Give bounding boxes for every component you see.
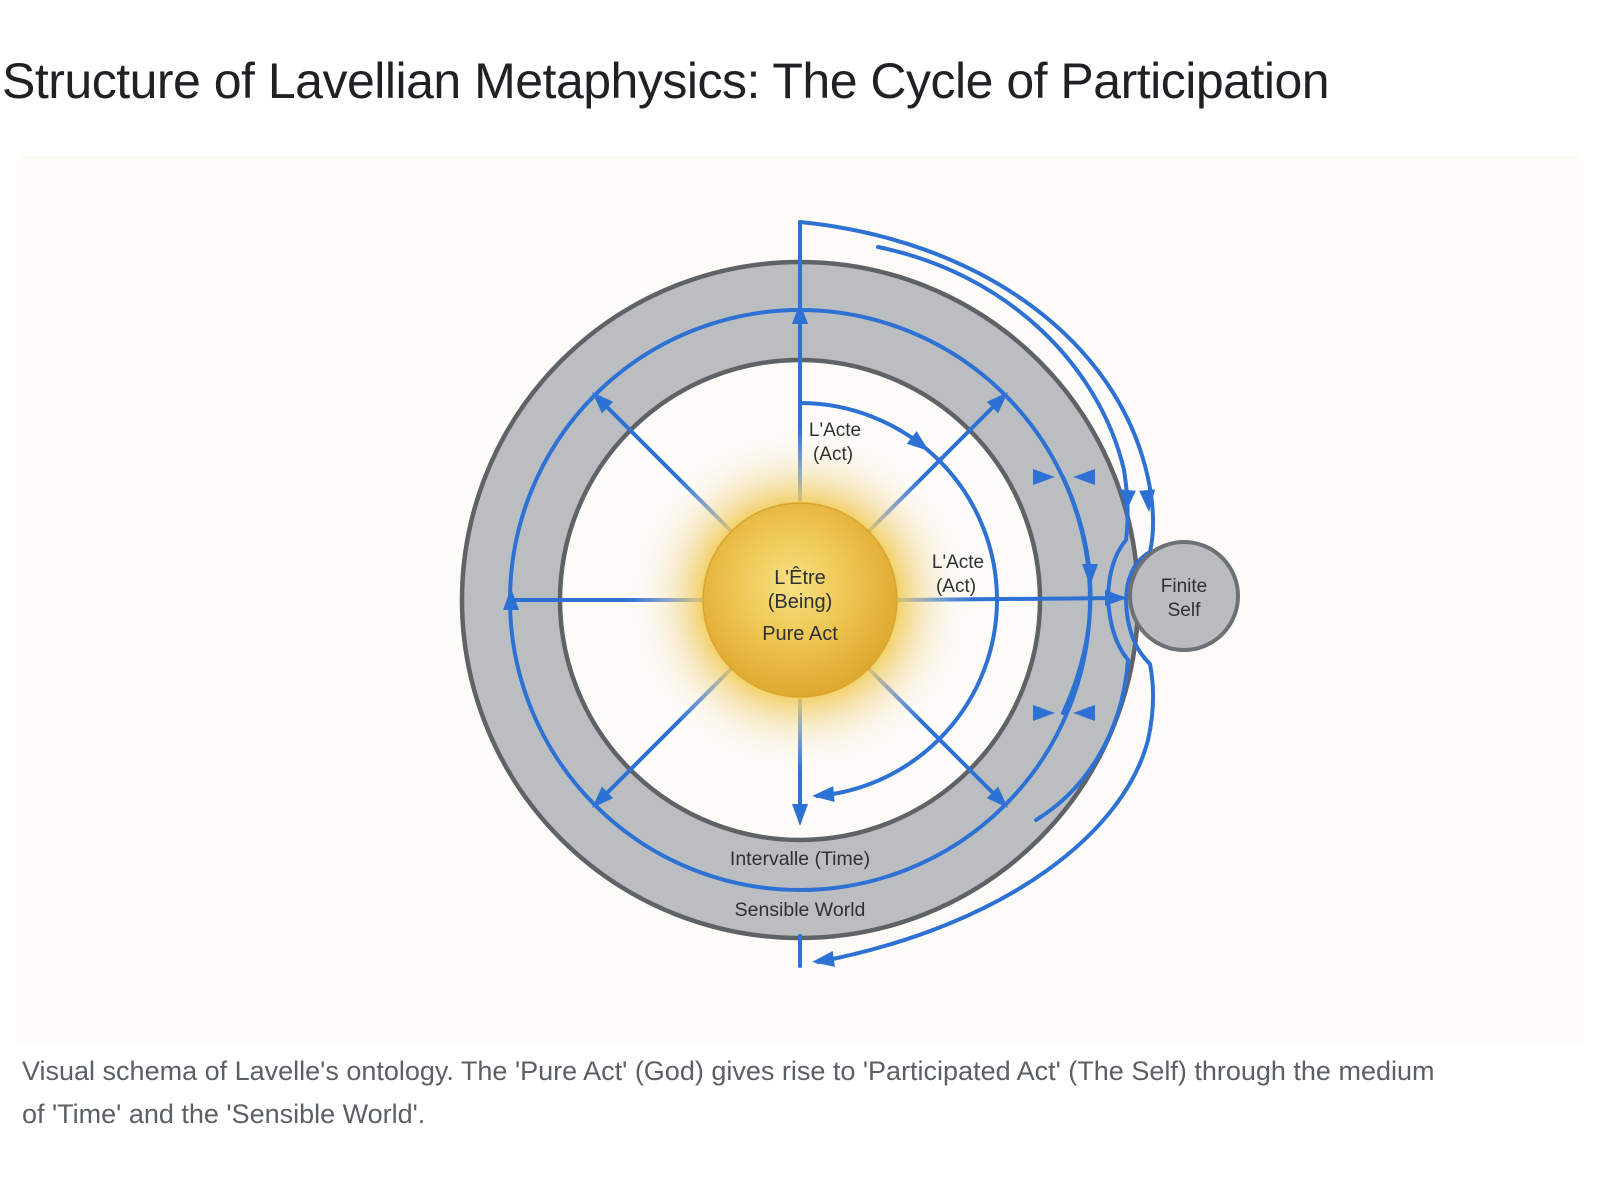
- diagram-canvas: L'Être (Being) Pure Act Finite Self L'Ac…: [16, 156, 1584, 1042]
- acte-right-label-line2: (Act): [936, 576, 976, 597]
- finite-self-node: Finite Self: [1128, 540, 1240, 652]
- caption: Visual schema of Lavelle's ontology. The…: [22, 1050, 1562, 1136]
- diagram-labels: L'Acte (Act) L'Acte (Act) Intervalle (Ti…: [730, 420, 984, 921]
- secondary-cycle-arc: [876, 245, 1131, 822]
- being-circle: [702, 502, 898, 698]
- page-title: Structure of Lavellian Metaphysics: The …: [2, 53, 1330, 109]
- arrowhead-northeast: [986, 392, 1008, 414]
- lens-right-arc: [1061, 475, 1093, 715]
- being-label-line3: Pure Act: [762, 623, 838, 645]
- acte-top-label-line1: L'Acte: [809, 420, 861, 441]
- arrowhead-north: [792, 302, 808, 324]
- sensible-world-label: Sensible World: [735, 899, 866, 921]
- caption-line1: Visual schema of Lavelle's ontology. The…: [22, 1056, 1435, 1086]
- arrowhead-south: [792, 804, 808, 826]
- arrowhead-acte-arc: [906, 431, 929, 451]
- arrowhead-northwest: [592, 392, 614, 414]
- being-node: L'Être (Being) Pure Act: [628, 428, 972, 772]
- arrowhead-top-converge-right: [1073, 469, 1095, 485]
- arrowhead-southeast: [986, 786, 1008, 808]
- finite-self-label-line2: Self: [1168, 600, 1201, 621]
- caption-line2: of 'Time' and the 'Sensible World'.: [22, 1099, 426, 1130]
- intervalle-label: Intervalle (Time): [730, 848, 870, 870]
- arrowhead-cycle-east-down: [1082, 564, 1098, 586]
- arrowhead-bottom-converge-right: [1073, 705, 1095, 721]
- arrowhead-top-converge-left: [1033, 469, 1055, 485]
- arrowhead-return-end: [812, 951, 835, 967]
- finite-self-circle: [1128, 540, 1240, 652]
- acte-top-label-line2: (Act): [813, 444, 853, 465]
- outer-cycle-arc: [798, 220, 1156, 964]
- acte-right-label-line1: L'Acte: [932, 552, 984, 573]
- metaphysics-diagram: L'Être (Being) Pure Act Finite Self L'Ac…: [0, 150, 1600, 1050]
- arrowhead-southwest: [592, 786, 614, 808]
- arrowheads: [503, 302, 1156, 967]
- arrowhead-outer-into-self: [1139, 489, 1156, 512]
- being-label-line2: (Being): [768, 591, 832, 613]
- arrowhead-secondary-into-self: [1119, 489, 1136, 512]
- arrowhead-cycle-west-up: [503, 588, 519, 610]
- finite-self-label-line1: Finite: [1161, 576, 1207, 597]
- being-label-line1: L'Être: [774, 566, 826, 589]
- arrowhead-inner-arc-end: [812, 786, 835, 803]
- arrowhead-bottom-converge-left: [1033, 705, 1055, 721]
- arrowhead-east: [1105, 590, 1127, 606]
